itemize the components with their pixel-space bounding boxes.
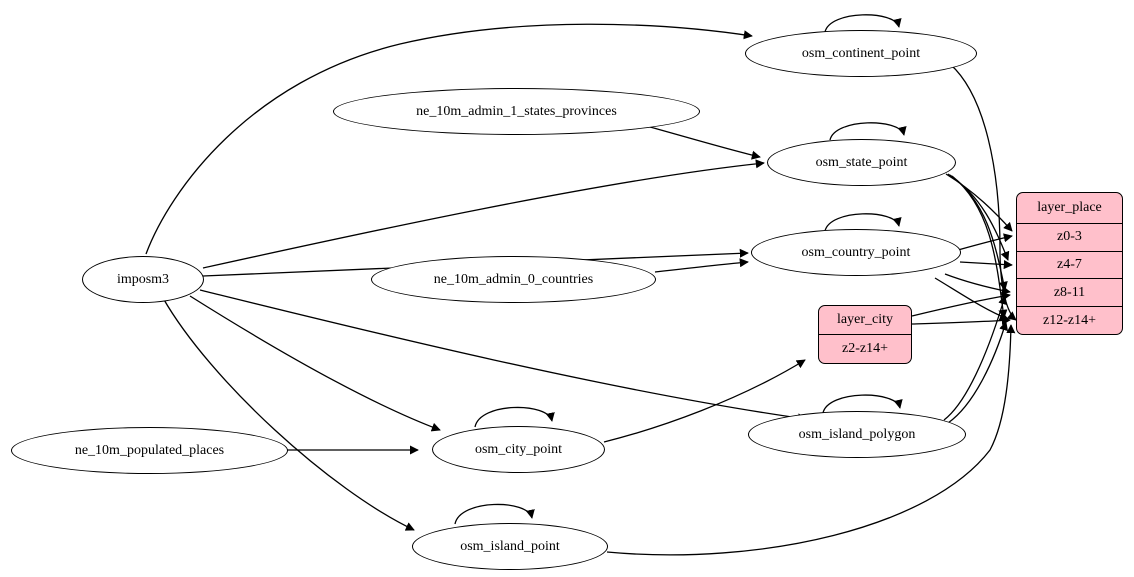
edge-osm_country_point-to-layer_place-z4 <box>959 260 1013 270</box>
node-osm_island_point[interactable]: osm_island_point <box>412 523 608 570</box>
node-osm_continent_point[interactable]: osm_continent_point <box>745 30 977 77</box>
node-label: osm_island_point <box>460 538 560 554</box>
node-osm_state_point[interactable]: osm_state_point <box>767 139 956 186</box>
node-label: osm_island_polygon <box>798 426 916 442</box>
edge-osm_country_point-to-layer_place-z8 <box>944 273 1011 295</box>
edge-osm_island_point-to-layer_place-z12 <box>606 324 1016 556</box>
edge-osm_state_point-to-layer_place-z0 <box>945 173 1013 232</box>
node-label: osm_country_point <box>801 244 911 260</box>
edge-osm_state_point-self-loop <box>829 122 907 141</box>
edge-osm_country_point-to-layer_place-z12 <box>934 277 1009 321</box>
edge-imposm3-to-osm_state_point <box>202 159 765 269</box>
edge-osm_island_point-self-loop <box>454 503 535 525</box>
layer_place-title: layer_place <box>1017 193 1122 224</box>
edge-ne_10m_admin_1_states_provinces-to-osm_state_point <box>649 126 761 160</box>
node-label: ne_10m_admin_0_countries <box>433 271 594 287</box>
node-layer_place[interactable]: layer_place z0-3 z4-7 z8-11 z12-z14+ <box>1016 192 1123 335</box>
node-label: osm_state_point <box>815 154 908 170</box>
edge-osm_country_point-self-loop <box>824 213 902 232</box>
edge-osm_country_point-to-layer_place-z0 <box>957 233 1013 251</box>
node-ne_10m_admin_0_countries[interactable]: ne_10m_admin_0_countries <box>371 256 656 303</box>
node-label: imposm3 <box>116 271 170 287</box>
edge-imposm3-to-osm_island_point <box>162 297 415 531</box>
layer_city-row-z2-z14plus[interactable]: z2-z14+ <box>842 341 888 357</box>
edge-ne_10m_admin_0_countries-to-osm_country_point <box>654 258 749 273</box>
node-label: ne_10m_populated_places <box>74 442 225 458</box>
edge-osm_island_polygon-to-layer_place-z8 <box>943 295 1008 421</box>
layer_city-title: layer_city <box>819 306 911 336</box>
layer_place-row-z8-11[interactable]: z8-11 <box>1017 279 1122 308</box>
edge-osm_city_point-self-loop <box>474 406 555 428</box>
edge-imposm3-to-osm_city_point <box>189 295 441 432</box>
edge-imposm3-to-osm_continent_point <box>145 23 753 255</box>
edge-osm_continent_point-self-loop <box>824 14 902 33</box>
edge-osm_continent_point-to-layer_place-z12 <box>949 63 1017 321</box>
node-label: osm_city_point <box>474 441 563 457</box>
layer_place-row-z4-7[interactable]: z4-7 <box>1017 252 1122 280</box>
layer_place-row-z0-3[interactable]: z0-3 <box>1017 224 1122 252</box>
edge-osm_island_polygon-to-layer_place-z12 <box>947 321 1008 424</box>
edge-layer_city-to-layer_place-z8 <box>911 291 1011 317</box>
node-osm_island_polygon[interactable]: osm_island_polygon <box>748 411 966 458</box>
node-layer_city[interactable]: layer_city z2-z14+ <box>818 305 912 364</box>
node-osm_country_point[interactable]: osm_country_point <box>751 229 961 276</box>
node-label: osm_continent_point <box>801 45 921 61</box>
layer_place-row-z12-z14plus[interactable]: z12-z14+ <box>1043 312 1096 328</box>
node-ne_10m_admin_1_states_provinces[interactable]: ne_10m_admin_1_states_provinces <box>333 88 700 135</box>
edge-layer_city-to-layer_place-z12 <box>911 316 1011 326</box>
node-ne_10m_populated_places[interactable]: ne_10m_populated_places <box>11 427 288 474</box>
node-imposm3[interactable]: imposm3 <box>82 256 204 303</box>
edge-osm_city_point-to-layer_city <box>603 359 806 443</box>
edge-osm_island_polygon-self-loop <box>822 394 903 414</box>
node-label: ne_10m_admin_1_states_provinces <box>416 103 617 119</box>
edge-imposm3-to-osm_island_polygon <box>199 289 807 423</box>
node-osm_city_point[interactable]: osm_city_point <box>432 426 605 473</box>
